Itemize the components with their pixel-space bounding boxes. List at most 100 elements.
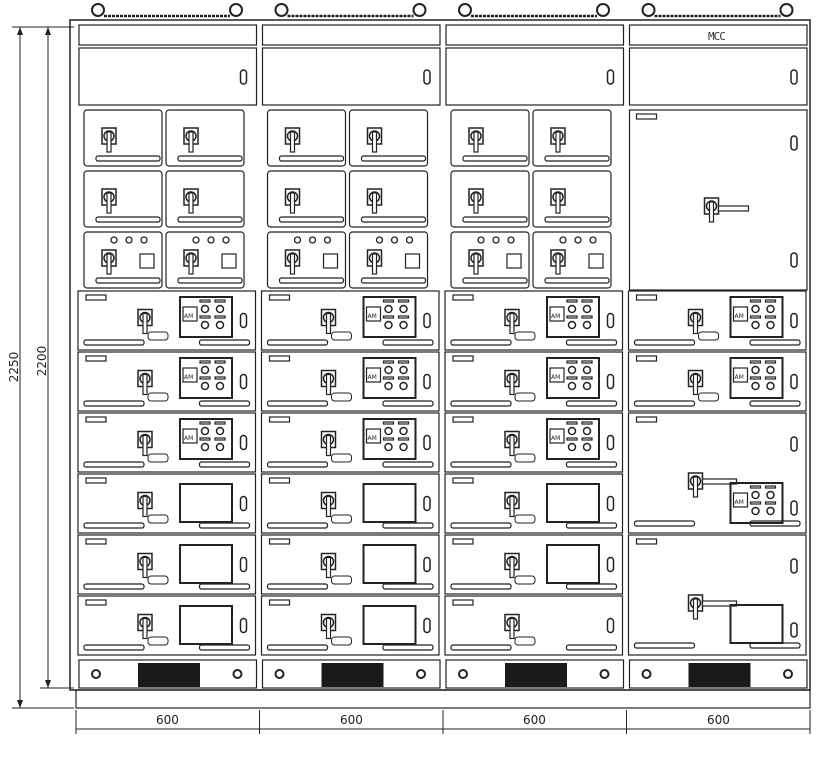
indicator-lamp-icon — [582, 381, 592, 391]
large-drawer: AM — [627, 412, 807, 534]
drawer-unit-blank-panel — [260, 595, 440, 656]
drawer-unit-meter: AM — [260, 290, 440, 351]
drawer-unit-meter: AM — [627, 290, 807, 351]
drawer-handle — [450, 522, 512, 529]
drawer-unit-meter: AM — [444, 351, 624, 412]
label-plate — [635, 355, 658, 362]
interlock-icon — [147, 514, 169, 524]
door-lock-icon — [423, 69, 431, 85]
meter-label: AM — [735, 499, 744, 506]
cabinet-column-3: AM AM AM — [444, 3, 625, 689]
rotary-isolator-icon — [366, 249, 383, 275]
rotary-isolator-icon — [504, 613, 520, 640]
indicator-lamp-icon — [507, 236, 515, 244]
interlock-icon — [514, 575, 536, 585]
drawer-handle — [83, 339, 145, 346]
label-plate — [452, 355, 474, 362]
indicator-lamp-icon — [567, 381, 577, 391]
drawer-handle — [360, 216, 427, 223]
drawer-handle — [382, 339, 434, 346]
drawer-handle — [266, 339, 329, 346]
rotary-isolator-icon — [320, 613, 337, 640]
small-drawer — [348, 170, 429, 228]
drawer-handle — [382, 400, 434, 407]
drawer-handle — [266, 644, 329, 651]
drawer-unit-meter: AM — [444, 412, 624, 473]
rotary-isolator-icon — [504, 430, 520, 457]
door-lock-icon — [606, 434, 615, 451]
indicator-lamp-icon — [766, 320, 775, 330]
rotary-isolator-icon — [550, 127, 566, 153]
screw-icon — [91, 669, 101, 679]
arrow-icon — [45, 27, 51, 35]
indicator-lamp-icon — [567, 320, 577, 330]
dim-width-col-4: 600 — [707, 713, 730, 727]
drawer-handle — [95, 155, 161, 162]
meter-label: AM — [551, 374, 560, 381]
label-plate — [452, 416, 474, 423]
door-lock-icon — [790, 69, 798, 85]
door-lock-icon — [790, 436, 798, 452]
drawer-handle — [83, 461, 145, 468]
indicator-lamp-icon — [567, 304, 577, 314]
rotary-isolator-icon — [284, 127, 301, 153]
meter-panel: AM — [546, 418, 600, 460]
dim-frame-height: 2200 — [35, 345, 49, 377]
drawer-handle — [633, 520, 696, 527]
drawer-handle — [360, 155, 427, 162]
indicator-lamp-icon — [215, 442, 225, 452]
small-drawer — [266, 170, 347, 228]
drawer-handle — [565, 583, 618, 590]
drawer-handle — [450, 461, 512, 468]
drawer-handle — [450, 583, 512, 590]
rotary-isolator-icon — [137, 430, 153, 457]
dim-overall-height: 2250 — [7, 351, 21, 383]
door-lock-icon — [606, 556, 615, 573]
rotary-isolator-icon — [320, 369, 337, 396]
blank-window — [179, 605, 233, 645]
indicator-lamp-icon — [200, 381, 210, 391]
door-lock-icon — [423, 556, 431, 573]
label-plate — [268, 355, 291, 362]
indicator-lamp-icon — [582, 442, 592, 452]
cabinet-column-1: AM AM AM — [77, 3, 258, 689]
indicator-lamp-icon — [308, 236, 317, 244]
lifting-eyebolt-icon — [641, 3, 656, 17]
indicator-lamp-icon — [192, 236, 200, 244]
drawer-unit-blank-panel — [77, 473, 257, 534]
drawer-handle — [565, 522, 618, 529]
indicator-lamp-icon — [200, 442, 210, 452]
indicator-lamp-icon — [384, 365, 393, 375]
meter-panel: AM — [179, 296, 233, 338]
plinth-panel — [628, 659, 808, 689]
label-plate — [85, 416, 107, 423]
interlock-icon — [331, 636, 352, 646]
lifting-eyebolt-icon — [412, 3, 427, 17]
door-lock-icon — [790, 373, 798, 390]
indicator-lamp-icon — [492, 236, 500, 244]
base-plinth — [75, 689, 811, 709]
indicator-lamp-icon — [582, 365, 592, 375]
busbar-door — [445, 47, 625, 106]
small-drawer — [83, 170, 163, 228]
indicator-lamp-icon — [766, 304, 775, 314]
indicator-lamp-icon — [215, 304, 225, 314]
meter-label: AM — [551, 313, 560, 320]
drawer-handle — [382, 522, 434, 529]
indicator-lamp-icon — [399, 365, 408, 375]
indicator-lamp-icon — [215, 320, 225, 330]
label-plate — [268, 416, 291, 423]
label-plate — [452, 294, 474, 301]
meter-panel: AM — [179, 418, 233, 460]
meter-label: AM — [735, 313, 744, 320]
rotary-isolator-icon — [137, 552, 153, 579]
drawer-handle — [565, 461, 618, 468]
rotary-isolator-icon — [284, 249, 301, 275]
meter-panel: AM — [362, 357, 417, 399]
meter-panel: AM — [179, 357, 233, 399]
door-lock-icon — [606, 69, 615, 85]
drawer-handle — [382, 461, 434, 468]
small-drawer — [532, 231, 612, 289]
door-lock-icon — [790, 312, 798, 329]
drawer-unit-meter: AM — [627, 351, 807, 412]
